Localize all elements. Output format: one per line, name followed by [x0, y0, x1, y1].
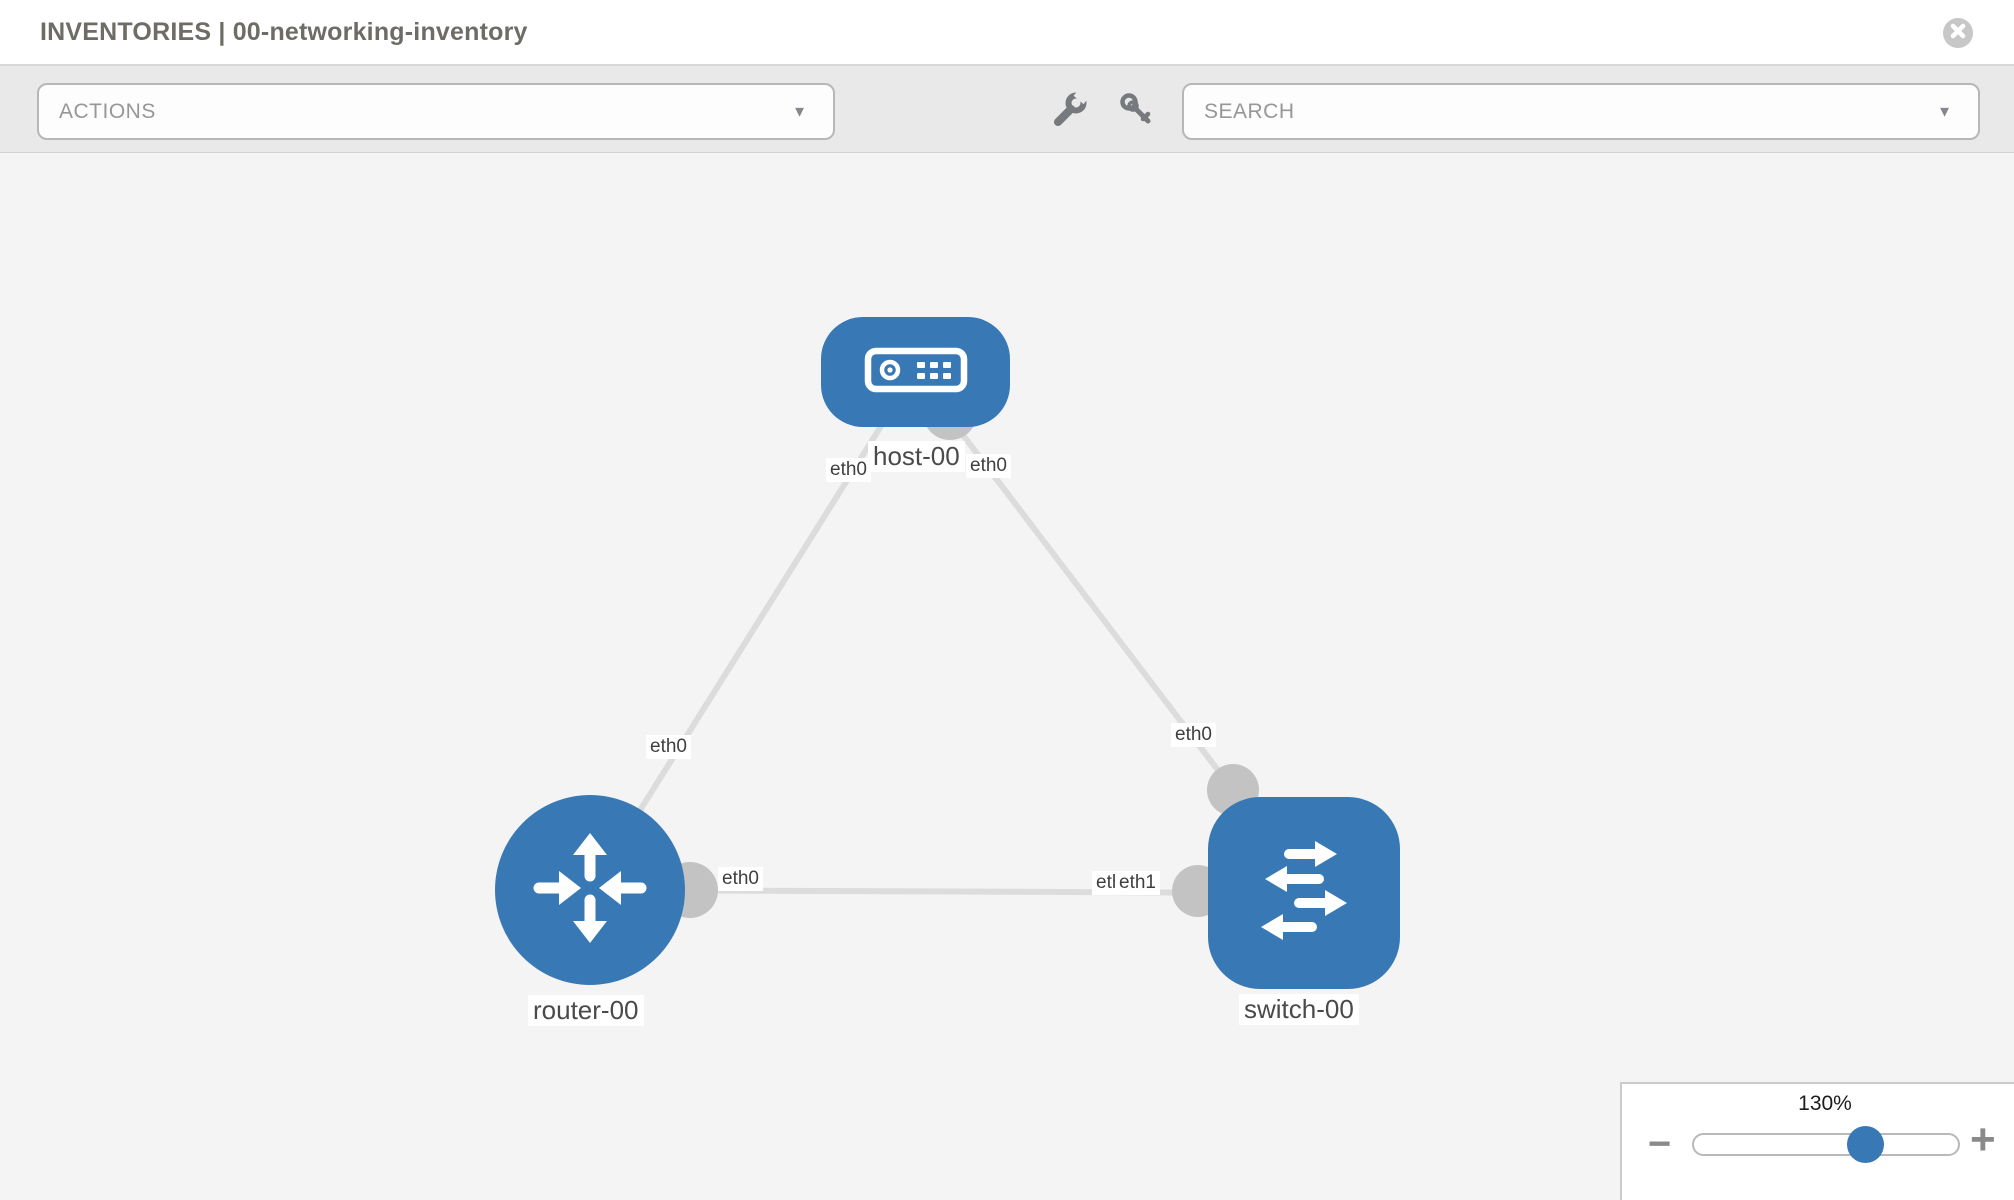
search-dropdown-label: SEARCH: [1204, 99, 1295, 123]
node-host[interactable]: [821, 317, 1010, 427]
wrench-icon: [1051, 87, 1091, 132]
close-button[interactable]: [1943, 18, 1973, 48]
actions-dropdown-label: ACTIONS: [59, 99, 156, 123]
zoom-panel: 130% − +: [1620, 1082, 2014, 1200]
iface-label-router-to-switch: eth0: [718, 867, 763, 891]
iface-label-switch-to-router: eth1: [1115, 871, 1160, 895]
toolbar: ACTIONS ▼: [0, 66, 2014, 153]
chevron-down-icon: ▼: [1937, 103, 1952, 120]
zoom-level: 130%: [1798, 1092, 1852, 1115]
topology-links: [587, 370, 1305, 896]
configure-button[interactable]: [1051, 87, 1091, 128]
actions-dropdown[interactable]: ACTIONS ▼: [37, 83, 835, 140]
node-switch[interactable]: [1208, 797, 1400, 989]
iface-label-host-to-switch: eth0: [966, 454, 1011, 478]
zoom-slider-track[interactable]: [1692, 1133, 1960, 1156]
zoom-slider-thumb[interactable]: [1847, 1126, 1884, 1163]
topology-canvas[interactable]: host-00 router-00 switch-00 eth0 eth0 et…: [0, 153, 2014, 1200]
chevron-down-icon: ▼: [792, 103, 807, 120]
node-label-router: router-00: [528, 995, 644, 1026]
page-header: INVENTORIES | 00-networking-inventory: [0, 0, 2014, 66]
node-router[interactable]: [495, 795, 685, 985]
zoom-out-button[interactable]: −: [1648, 1122, 1672, 1166]
iface-label-switch-to-host: eth0: [1171, 723, 1216, 747]
switch-icon: [1236, 823, 1372, 964]
zoom-in-button[interactable]: +: [1970, 1115, 1996, 1164]
link-host-switch[interactable]: [912, 370, 1236, 792]
router-icon: [528, 826, 652, 955]
iface-label-host-to-router: eth0: [826, 458, 871, 482]
key-icon: [1118, 93, 1154, 132]
node-label-switch: switch-00: [1239, 994, 1359, 1025]
iface-label-router-to-host: eth0: [646, 735, 691, 759]
close-icon: [1950, 23, 1966, 44]
search-dropdown[interactable]: SEARCH ▼: [1182, 83, 1980, 140]
node-label-host: host-00: [868, 441, 965, 472]
host-device-icon: [864, 347, 968, 398]
credentials-button[interactable]: [1118, 92, 1154, 128]
page-title: INVENTORIES | 00-networking-inventory: [40, 18, 528, 46]
